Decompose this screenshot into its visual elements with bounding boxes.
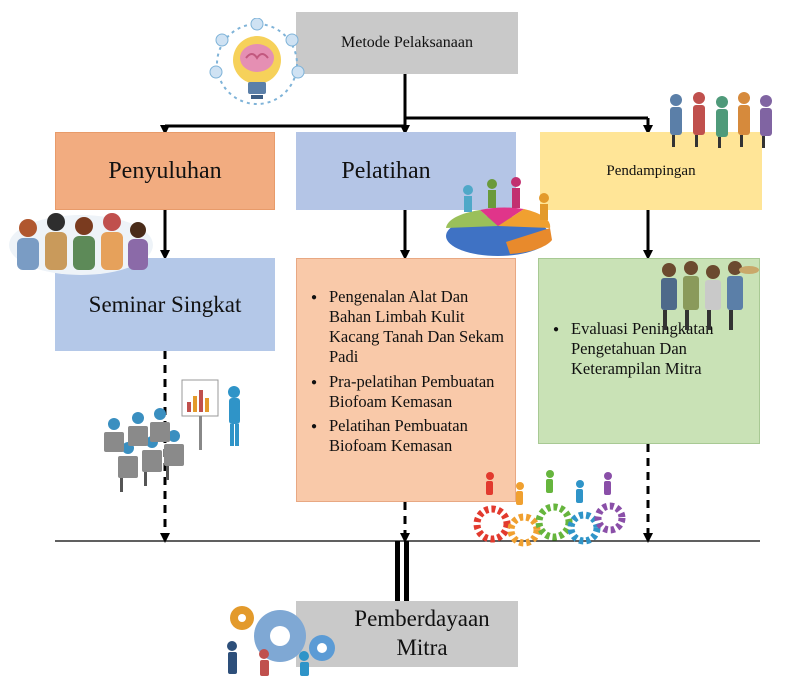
double-bar-right xyxy=(404,541,409,601)
brain-lightbulb-icon xyxy=(209,18,305,105)
list-item: Evaluasi Peningkatan Pengetahuan Dan Ket… xyxy=(553,319,751,379)
pendampingan-heading: Pendampingan xyxy=(606,162,696,179)
penyuluhan-heading: Penyuluhan xyxy=(108,157,222,184)
evaluasi-box: Evaluasi Peningkatan Pengetahuan Dan Ket… xyxy=(538,258,760,444)
list-item: Pra-pelatihan Pembuatan Biofoam Kemasan xyxy=(311,372,507,412)
seminar-text: Seminar Singkat xyxy=(88,291,242,317)
list-item: Pelatihan Pembuatan Biofoam Kemasan xyxy=(311,416,507,456)
method-title-box: Metode Pelaksanaan xyxy=(296,12,518,74)
presentation-audience-icon xyxy=(104,379,240,492)
penyuluhan-box: Penyuluhan xyxy=(55,132,275,210)
pendampingan-box: Pendampingan xyxy=(540,132,762,210)
double-bar-left xyxy=(395,541,400,601)
farmers-group-icon xyxy=(661,261,759,330)
pie-chart-people-icon xyxy=(446,177,552,256)
method-title: Metode Pelaksanaan xyxy=(341,34,473,51)
teamwork-gears-icon xyxy=(227,606,335,676)
gears-running-people-icon xyxy=(473,470,626,547)
pemberdayaan-title: Pemberdayaan Mitra xyxy=(354,606,490,660)
pelatihan-list-box: Pengenalan Alat Dan Bahan Limbah Kulit K… xyxy=(296,258,516,502)
pelatihan-box: Pelatihan xyxy=(296,132,516,210)
audience-people-icon xyxy=(9,213,153,275)
evaluasi-list: Evaluasi Peningkatan Pengetahuan Dan Ket… xyxy=(547,319,751,379)
pelatihan-heading: Pelatihan xyxy=(341,157,431,184)
list-item: Pengenalan Alat Dan Bahan Limbah Kulit K… xyxy=(311,287,507,368)
pelatihan-list: Pengenalan Alat Dan Bahan Limbah Kulit K… xyxy=(305,287,507,456)
crowd-people-icon xyxy=(670,92,772,148)
pemberdayaan-box: Pemberdayaan Mitra xyxy=(296,601,518,667)
